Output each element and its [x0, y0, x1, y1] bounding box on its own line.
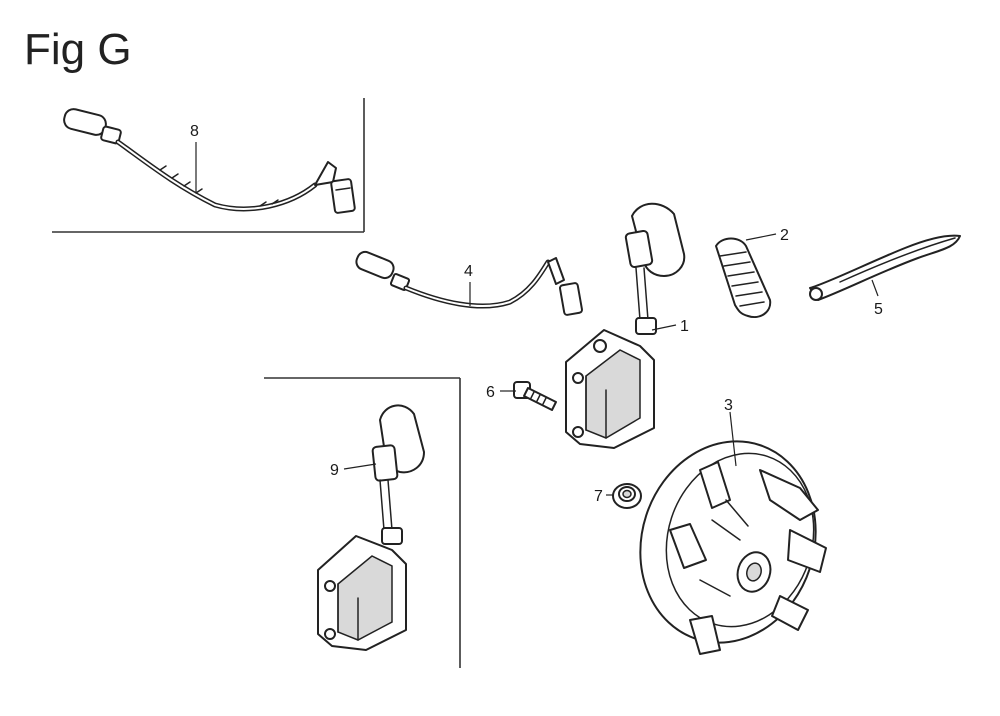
inset-frame-bottom — [264, 377, 461, 668]
figure-title: Fig G — [24, 25, 132, 74]
callout-3: 3 — [724, 397, 733, 414]
callout-6: 6 — [486, 384, 495, 401]
inset-frame-top — [52, 98, 365, 233]
part-2-rubber-boot — [715, 237, 772, 318]
part-5-strap — [809, 234, 961, 301]
callout-9: 9 — [330, 462, 339, 479]
callout-2: 2 — [780, 227, 789, 244]
part-9-ignition-coil — [317, 404, 425, 651]
callout-8: 8 — [190, 123, 199, 140]
part-6-bolt — [513, 381, 557, 411]
part-8-spark-lead — [63, 108, 356, 214]
callout-1: 1 — [680, 318, 689, 335]
part-7-nut — [612, 483, 642, 509]
callout-4: 4 — [464, 263, 473, 280]
part-1-ignition-coil — [565, 202, 686, 449]
callout-5: 5 — [874, 301, 883, 318]
part-4-stop-wire — [355, 250, 583, 316]
callout-7: 7 — [594, 488, 603, 505]
leader-lines — [195, 142, 879, 496]
part-3-flywheel — [639, 440, 827, 655]
